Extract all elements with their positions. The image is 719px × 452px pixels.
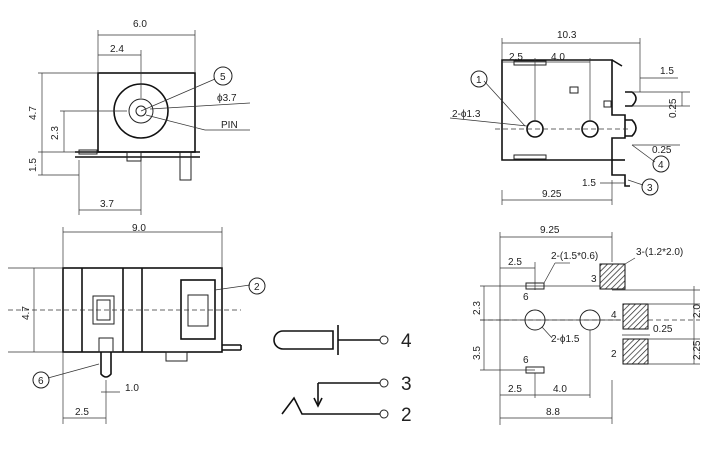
terminal-label: 3 [401,374,412,395]
dim-text: 2.0 [692,304,703,318]
jack-schematic: 4 3 2 [273,325,412,426]
dim-text: 2.5 [508,384,522,395]
dim-text: 0.25 [652,145,672,156]
dim-text: 1.0 [125,383,139,394]
phi-label: ϕ3.7 [217,93,237,104]
pin-number: 2 [611,349,617,360]
dim-text: 3.5 [472,346,483,360]
callout-number: 6 [38,376,44,387]
dim-text: 2.3 [472,301,483,315]
dim-text: 4.7 [21,306,32,320]
dim-text: 9.25 [540,225,560,236]
terminal-label: 4 [401,331,412,352]
front-view: 9.0 4.7 1.0 2.5 2 6 [8,223,266,424]
callout-number: 2 [254,282,260,293]
dim-text: 3.7 [100,199,114,210]
dim-text: 2.25 [692,340,703,360]
callout-number: 3 [647,183,653,194]
pin-label: PIN [221,120,238,131]
top-view: 6.0 2.4 4.7 2.3 1.5 3.7 ϕ3.7 PIN 5 [28,19,251,215]
holes-label: 2-ϕ1.5 [551,334,580,345]
dim-text: 8.8 [546,407,560,418]
dim-text: 6.0 [133,19,147,30]
callout-number: 1 [476,75,482,86]
pads-label: 3-(1.2*2.0) [636,247,683,258]
dim-text: 2.5 [75,407,89,418]
dim-text: 1.5 [660,66,674,77]
pin-number: 6 [523,355,529,366]
callout-number: 4 [658,160,664,171]
holes-label: 2-ϕ1.3 [452,109,481,120]
dim-text: 2.4 [110,44,124,55]
dim-text: 2.5 [508,257,522,268]
callout-number: 5 [220,72,226,83]
side-view: 10.3 2.5 4.0 1.5 0.25 0.25 1.5 9.25 2-ϕ1… [449,30,690,205]
dim-text: 0.25 [653,324,673,335]
dim-text: 4.0 [551,52,565,63]
pin-number: 6 [523,292,529,303]
dim-text: 4.0 [553,384,567,395]
dim-text: 4.7 [28,106,39,120]
dim-text: 10.3 [557,30,577,41]
dim-text: 1.5 [28,158,39,172]
pin-number: 4 [611,310,617,321]
dim-text: 0.25 [668,98,679,118]
dim-text: 2.5 [509,52,523,63]
slots-label: 2-(1.5*0.6) [551,251,598,262]
dim-text: 2.3 [50,126,61,140]
dim-text: 1.5 [582,178,596,189]
dim-text: 9.25 [542,189,562,200]
terminal-label: 2 [401,405,412,426]
dim-text: 9.0 [132,223,146,234]
pin-number: 3 [591,274,597,285]
pcb-layout: 9.25 2.5 2.3 3.5 2.0 0.25 2.25 2.5 4.0 8… [472,225,703,425]
